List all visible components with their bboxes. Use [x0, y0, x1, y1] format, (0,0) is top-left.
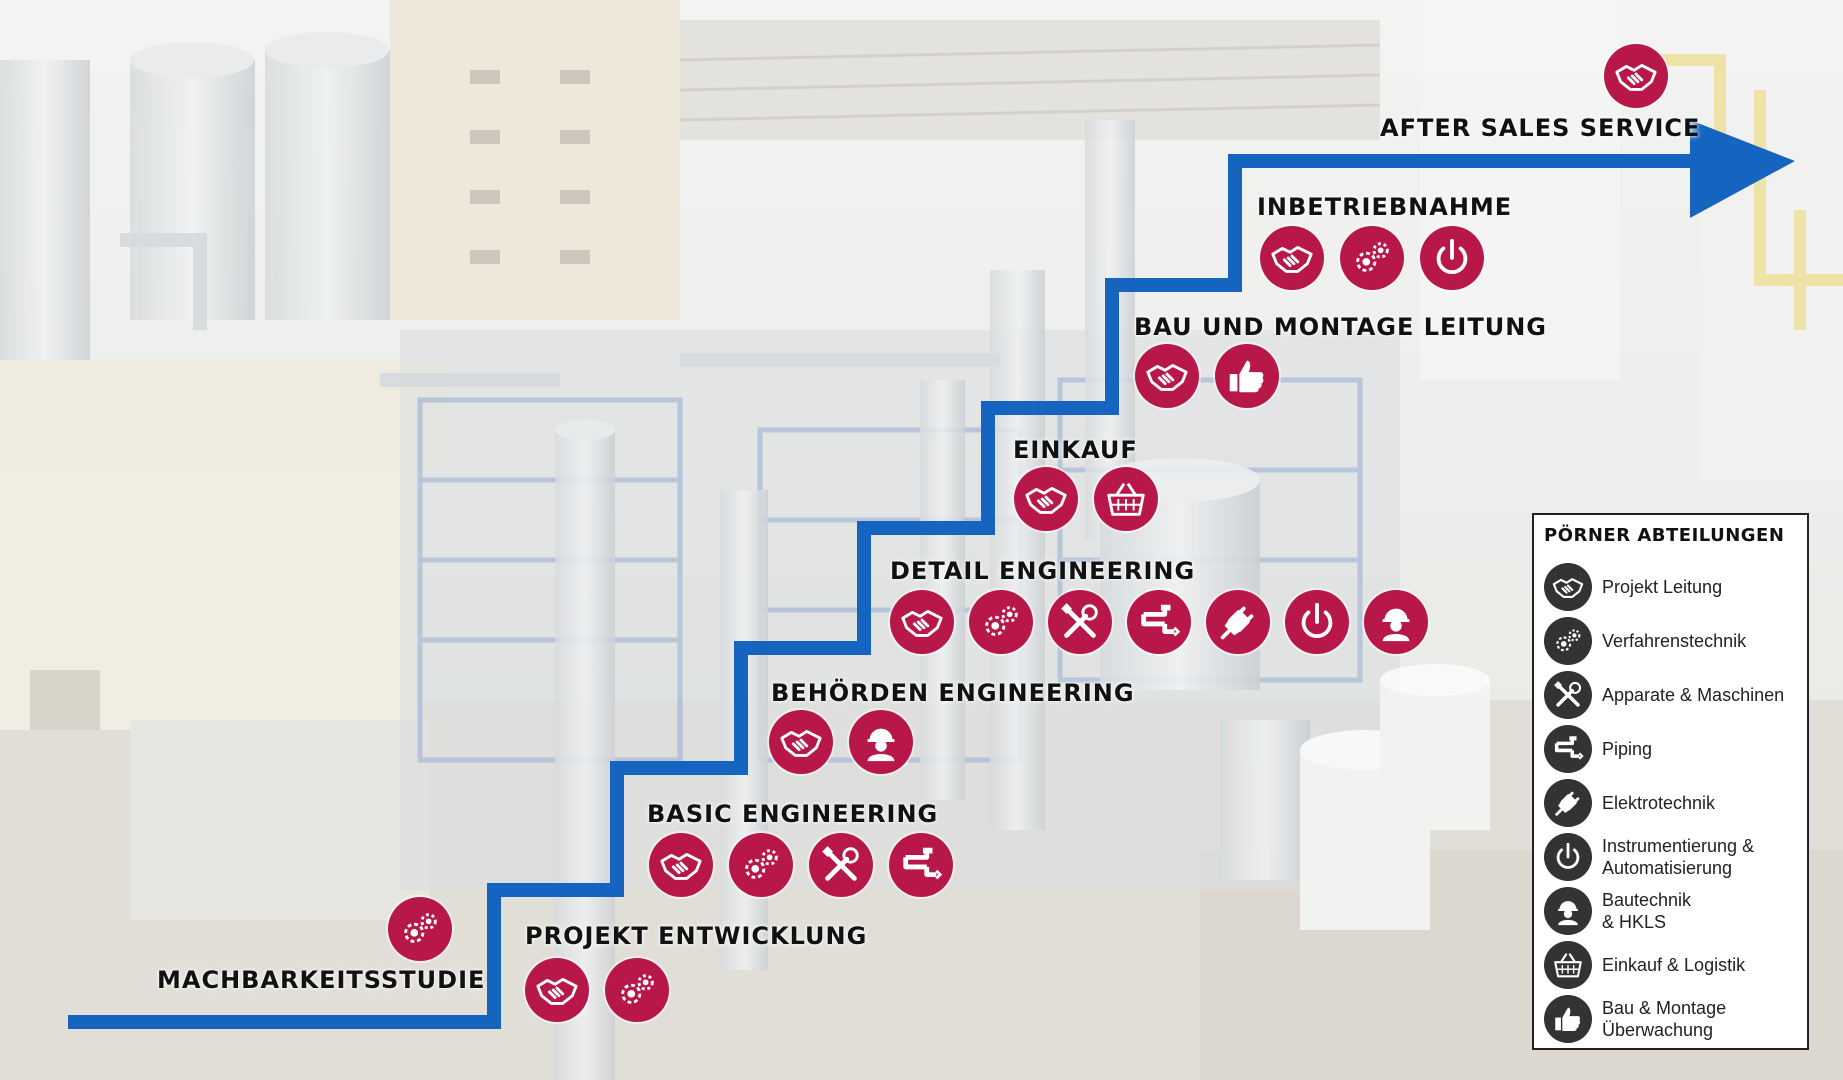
handshake-icon: [769, 710, 833, 774]
staircase-arrow-head: [1690, 120, 1795, 218]
stage-title-basic-engineering: BASIC ENGINEERING: [647, 800, 939, 828]
process-staircase-path: [68, 154, 1700, 1029]
stage-title-behoerden-engineering: BEHÖRDEN ENGINEERING: [771, 679, 1135, 707]
legend-item-label: Bautechnik & HKLS: [1602, 890, 1692, 932]
pipe-icon: [1127, 590, 1191, 654]
handshake-icon: [1135, 344, 1199, 408]
stage-title-inbetriebnahme: INBETRIEBNAHME: [1257, 193, 1513, 221]
tools-icon: [1544, 671, 1592, 719]
thumbs-up-icon: [1215, 344, 1279, 408]
legend-item-label: Projekt Leitung: [1602, 577, 1723, 597]
stage-icons-einkauf: [1014, 467, 1158, 531]
legend-item-label: Einkauf & Logistik: [1602, 955, 1746, 975]
stage-title-bau-und-montage: BAU UND MONTAGE LEITUNG: [1134, 313, 1547, 341]
stage-icons-basic-engineering: [649, 833, 953, 897]
legend-item-label: Instrumentierung & Automatisierung: [1602, 836, 1755, 878]
handshake-icon: [525, 958, 589, 1022]
legend-item-label: Elektrotechnik: [1602, 793, 1716, 813]
gears-icon: [1544, 617, 1592, 665]
gears-icon: [969, 590, 1033, 654]
legend-item: Bau & Montage Überwachung: [1544, 995, 1726, 1043]
legend-item: Verfahrenstechnik: [1544, 617, 1746, 665]
legend-item-label: Apparate & Maschinen: [1602, 685, 1785, 705]
plug-icon: [1544, 779, 1592, 827]
legend-item: Bautechnik & HKLS: [1544, 887, 1691, 935]
tools-icon: [1048, 590, 1112, 654]
stage-icons-projekt-entwicklung: [525, 958, 669, 1022]
stage-icons-after-sales: [1604, 44, 1668, 108]
basket-icon: [1544, 941, 1592, 989]
handshake-icon: [1014, 467, 1078, 531]
plug-icon: [1206, 590, 1270, 654]
power-icon: [1420, 226, 1484, 290]
thumbs-up-icon: [1544, 995, 1592, 1043]
legend-item: Elektrotechnik: [1544, 779, 1715, 827]
power-icon: [1544, 833, 1592, 881]
legend-item: Piping: [1544, 725, 1652, 773]
basket-icon: [1094, 467, 1158, 531]
pipe-icon: [889, 833, 953, 897]
legend-title: PÖRNER ABTEILUNGEN: [1544, 525, 1785, 546]
gears-icon: [1340, 226, 1404, 290]
legend-item-label: Verfahrenstechnik: [1602, 631, 1747, 651]
worker-icon: [1544, 887, 1592, 935]
gears-icon: [605, 958, 669, 1022]
handshake-icon: [1604, 44, 1668, 108]
legend-item: Instrumentierung & Automatisierung: [1544, 833, 1754, 881]
legend-item: Apparate & Maschinen: [1544, 671, 1784, 719]
handshake-icon: [890, 590, 954, 654]
handshake-icon: [1544, 563, 1592, 611]
pipe-icon: [1544, 725, 1592, 773]
legend-item: Einkauf & Logistik: [1544, 941, 1745, 989]
legend-item: Projekt Leitung: [1544, 563, 1722, 611]
stage-icons-machbarkeitsstudie: [388, 897, 452, 961]
legend-item-label: Bau & Montage Überwachung: [1602, 998, 1727, 1040]
stage-icons-inbetriebnahme: [1260, 226, 1484, 290]
stage-icons-detail-engineering: [890, 590, 1428, 654]
worker-icon: [849, 710, 913, 774]
stage-title-machbarkeitsstudie: MACHBARKEITSSTUDIE: [157, 966, 486, 994]
tools-icon: [809, 833, 873, 897]
stage-title-einkauf: EINKAUF: [1013, 436, 1138, 464]
legend-item-label: Piping: [1602, 739, 1653, 759]
handshake-icon: [649, 833, 713, 897]
stage-title-after-sales: AFTER SALES SERVICE: [1380, 114, 1701, 142]
power-icon: [1285, 590, 1349, 654]
gears-icon: [388, 897, 452, 961]
stage-title-detail-engineering: DETAIL ENGINEERING: [890, 557, 1196, 585]
stage-icons-bau-und-montage: [1135, 344, 1279, 408]
stage-icons-behoerden-engineering: [769, 710, 913, 774]
handshake-icon: [1260, 226, 1324, 290]
stage-title-projekt-entwicklung: PROJEKT ENTWICKLUNG: [525, 922, 868, 950]
worker-icon: [1364, 590, 1428, 654]
gears-icon: [729, 833, 793, 897]
